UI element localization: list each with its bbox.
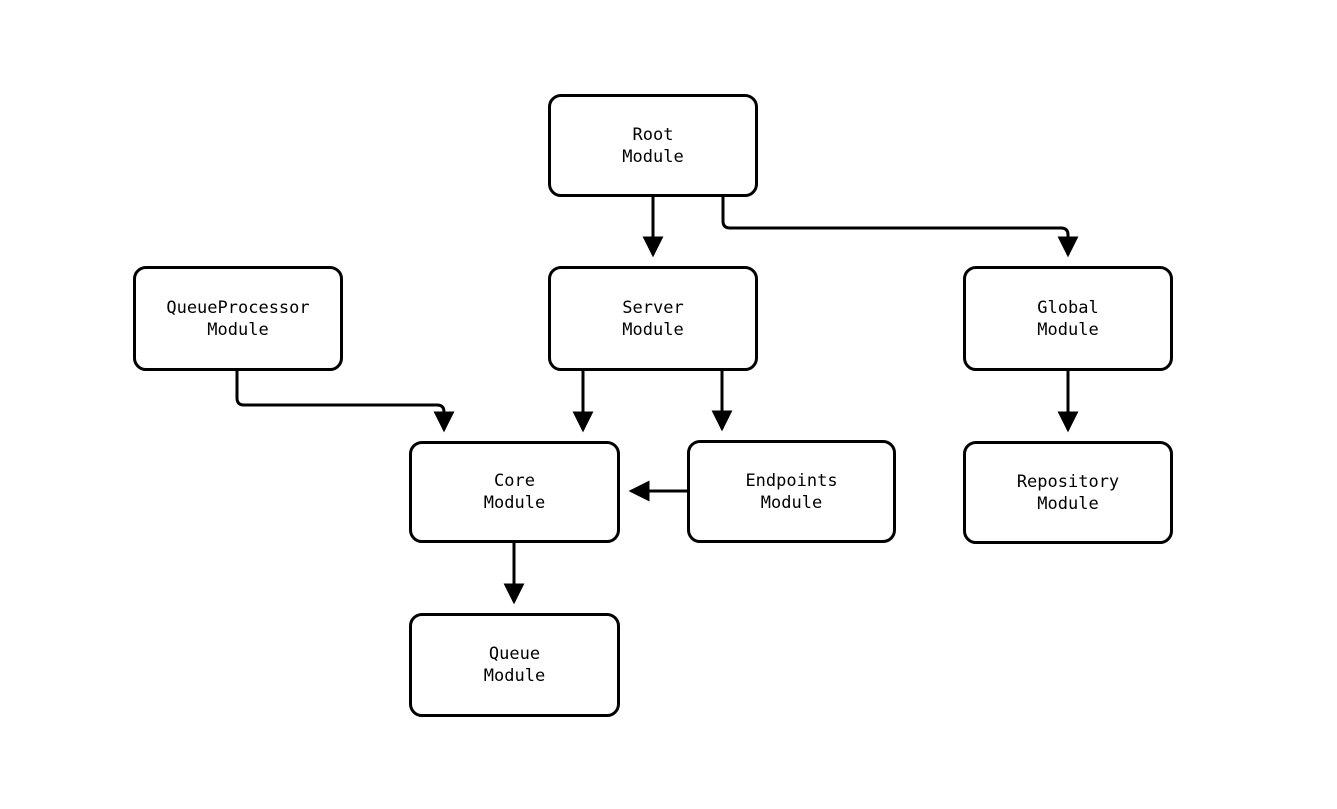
node-subtitle: Module (483, 666, 546, 686)
edge-queueprocessor-to-core (235, 371, 455, 433)
edge-root-to-global (721, 197, 1079, 258)
node-subtitle: Module (622, 319, 684, 340)
node-title: Endpoints (745, 470, 838, 491)
node-title: Core (494, 471, 535, 491)
node-subtitle: Module (483, 493, 546, 513)
node-subtitle: Module (760, 492, 823, 513)
node-title: Queue (488, 644, 541, 664)
node-title: Repository (1016, 471, 1120, 492)
node-subtitle: Module (622, 146, 684, 167)
node-title: Root (632, 124, 674, 145)
node-subtitle: Module (1037, 493, 1099, 514)
node-title: Global (1037, 297, 1099, 318)
node-title: Server (622, 297, 684, 318)
node-subtitle: Module (1037, 319, 1099, 340)
node-title: QueueProcessor (166, 297, 310, 318)
node-subtitle: Module (207, 319, 269, 340)
